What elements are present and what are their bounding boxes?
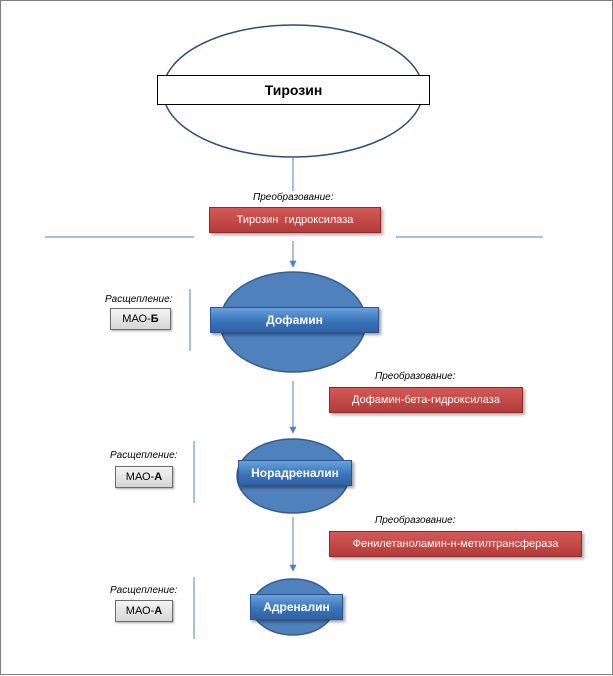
breakdown-caption-3: Расщепление: [110, 585, 178, 596]
mao-prefix-2: МАО- [125, 471, 155, 483]
enzyme-label-1: Тирозин гидроксилаза [236, 214, 354, 226]
noradrenaline-node: Норадреналин [238, 460, 352, 486]
mao-prefix-3: МАО- [125, 605, 155, 617]
breakdown-caption-2: Расщепление: [110, 450, 178, 461]
mao-letter-2: А [154, 471, 163, 483]
conversion-caption-1: Преобразование: [253, 192, 334, 203]
dopamine-label: Дофамин [266, 313, 323, 327]
dopamine-node: Дофамин [210, 307, 379, 333]
adrenaline-node: Адреналин [250, 594, 343, 620]
tyrosine-node: Тирозин [157, 75, 430, 105]
enzyme-box-pnmt: Фенилетаноламин-н-метилтрансфераза [329, 531, 582, 557]
mao-b-box: МАО-Б [110, 308, 171, 330]
mao-prefix-1: МАО- [122, 313, 151, 325]
adrenaline-label: Адреналин [263, 600, 330, 614]
conversion-caption-3: Преобразование: [375, 515, 456, 526]
conversion-caption-2: Преобразование: [375, 371, 456, 382]
breakdown-caption-1: Расщепление: [105, 294, 173, 305]
enzyme-label-3: Фенилетаноламин-н-метилтрансфераза [352, 538, 559, 550]
enzyme-box-tyrosine-hydroxylase: Тирозин гидроксилаза [209, 207, 381, 233]
mao-a-box-2: МАО-А [115, 600, 173, 622]
mao-letter-1: Б [150, 313, 159, 325]
enzyme-box-dopamine-beta-hydroxylase: Дофамин-бета-гидроксилаза [329, 387, 523, 413]
tyrosine-label: Тирозин [264, 82, 323, 98]
mao-letter-3: А [154, 605, 163, 617]
enzyme-label-2: Дофамин-бета-гидроксилаза [352, 394, 500, 406]
mao-a-box-1: МАО-А [115, 466, 173, 488]
noradrenaline-label: Норадреналин [251, 466, 339, 480]
